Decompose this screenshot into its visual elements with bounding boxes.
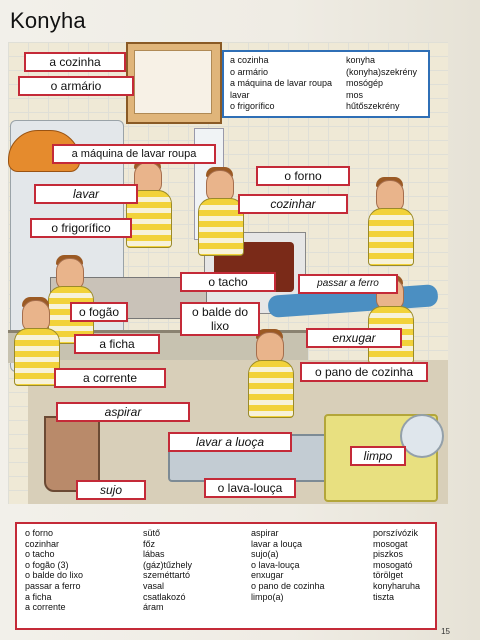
cabinet-shelves-drawing bbox=[134, 50, 212, 114]
label-lava-louca: o lava-louça bbox=[204, 478, 296, 498]
label-forno: o forno bbox=[256, 166, 350, 186]
vocab-row: o armário(konyha)szekrény bbox=[230, 66, 418, 77]
page-title: Konyha bbox=[10, 8, 86, 33]
label-maquina: a máquina de lavar roupa bbox=[52, 144, 216, 164]
label-pano: o pano de cozinha bbox=[300, 362, 428, 382]
label-sujo: sujo bbox=[76, 480, 146, 500]
label-fogao: o fogão bbox=[70, 302, 128, 322]
label-frigorifico: o frigorífico bbox=[30, 218, 132, 238]
page-number: 15 bbox=[441, 627, 450, 636]
vocab-col-hungarian-1: sütő főz lábas (gáz)tűzhely szeméttartó … bbox=[143, 528, 193, 613]
label-limpo: limpo bbox=[350, 446, 406, 466]
label-ficha: a ficha bbox=[74, 334, 160, 354]
label-balde: o balde do lixo bbox=[180, 302, 260, 336]
label-lavar: lavar bbox=[34, 184, 138, 204]
label-armario: o armário bbox=[18, 76, 134, 96]
label-corrente: a corrente bbox=[54, 368, 166, 388]
vocab-box-bottom: o forno cozinhar o tacho o fogão (3) o b… bbox=[15, 522, 437, 630]
plate-drawing bbox=[400, 414, 444, 458]
vocab-col-portuguese-1: o forno cozinhar o tacho o fogão (3) o b… bbox=[25, 528, 84, 613]
label-aspirar: aspirar bbox=[56, 402, 190, 422]
label-cozinhar: cozinhar bbox=[238, 194, 348, 214]
label-tacho: o tacho bbox=[180, 272, 276, 292]
label-cozinha: a cozinha bbox=[24, 52, 126, 72]
label-lavar-louca: lavar a luoça bbox=[168, 432, 292, 452]
vocab-col-portuguese-2: aspirar lavar a louça sujo(a) o lava-lou… bbox=[251, 528, 325, 602]
vocab-col-hungarian-2: porszívózik mosogat piszkos mosogató tör… bbox=[373, 528, 421, 602]
label-enxugar: enxugar bbox=[306, 328, 402, 348]
label-passar: passar a ferro bbox=[298, 274, 398, 294]
